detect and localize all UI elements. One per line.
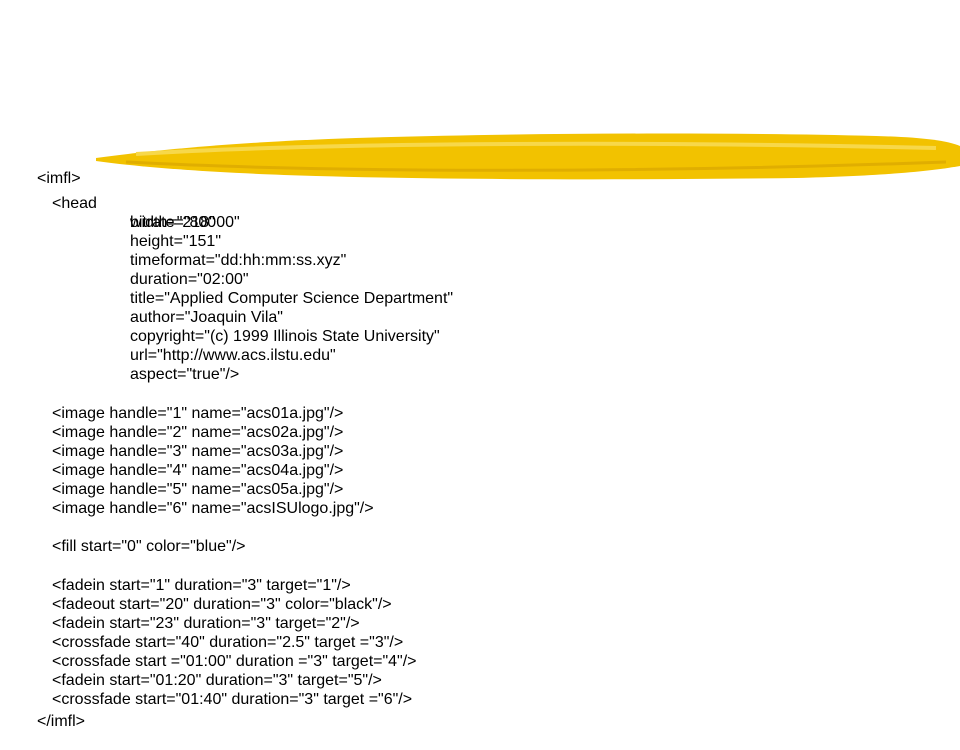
slide: <imfl> <head bitrate="80000" width="218"… <box>0 133 960 730</box>
code-line: <crossfade start="01:40" duration="3" ta… <box>0 671 960 728</box>
code-text: bitrate="80000" <box>130 214 240 231</box>
code-line: <head bitrate="80000" <box>0 175 960 251</box>
code-line: <crossfade start="40" duration="2.5" tar… <box>0 614 960 671</box>
code-line: <image handle="4" name="acs04a.jpg"/> <box>0 442 960 499</box>
code-text: <crossfade start="40" duration="2.5" tar… <box>52 634 404 651</box>
code-line: <fadeout start="20" duration="3" color="… <box>0 576 960 633</box>
code-line: <imfl> <box>0 150 960 207</box>
code-line: <image handle="2" name="acs02a.jpg"/> <box>0 404 960 461</box>
code-line: copyright="(c) 1999 Illinois State Unive… <box>0 308 960 365</box>
code-text: <fadein start="1" duration="3" target="1… <box>52 577 351 594</box>
code-line: <fadein start="01:20" duration="3" targe… <box>0 652 960 709</box>
code-text: duration="02:00" <box>130 271 249 288</box>
code-text: title="Applied Computer Science Departme… <box>130 290 454 307</box>
code-text: <head <box>52 195 97 212</box>
code-line: <image handle="1" name="acs01a.jpg"/> <box>0 385 960 442</box>
code-line: <crossfade start ="01:00" duration ="3" … <box>0 633 960 690</box>
code-text: <fadein start="01:20" duration="3" targe… <box>52 672 382 689</box>
code-text: <crossfade start ="01:00" duration ="3" … <box>52 653 417 670</box>
code-text: author="Joaquin Vila" <box>130 309 283 326</box>
code-text: timeformat="dd:hh:mm:ss.xyz" <box>130 252 347 269</box>
code-line: title="Applied Computer Science Departme… <box>0 270 960 327</box>
code-line: author="Joaquin Vila" <box>0 289 960 346</box>
code-text: url="http://www.acs.ilstu.edu" <box>130 347 336 364</box>
code-text: <image handle="4" name="acs04a.jpg"/> <box>52 462 344 479</box>
code-text: <imfl> <box>37 170 81 187</box>
code-line: <image handle="5" name="acs05a.jpg"/> <box>0 461 960 518</box>
code-line: <fadein start="1" duration="3" target="1… <box>0 557 960 614</box>
code-text: copyright="(c) 1999 Illinois State Unive… <box>130 328 440 345</box>
code-line: <image handle="3" name="acs03a.jpg"/> <box>0 423 960 480</box>
yellow-brush-stroke <box>96 133 960 180</box>
code-line: </imfl> <box>0 693 960 750</box>
code-text: <fadeout start="20" duration="3" color="… <box>52 596 392 613</box>
code-line: timeformat="dd:hh:mm:ss.xyz" <box>0 232 960 289</box>
code-text: <fill start="0" color="blue"/> <box>52 538 246 555</box>
code-text: height="151" <box>130 233 221 250</box>
code-text: <fadein start="23" duration="3" target="… <box>52 615 360 632</box>
code-text: aspect="true"/> <box>130 366 240 383</box>
code-line: height="151" <box>0 213 960 270</box>
brush-stroke-shadow <box>125 160 947 172</box>
code-text: <image handle="5" name="acs05a.jpg"/> <box>52 481 344 498</box>
code-text: <image handle="3" name="acs03a.jpg"/> <box>52 443 344 460</box>
code-text: <image handle="6" name="acsISUlogo.jpg"/… <box>52 500 374 517</box>
code-text: <image handle="1" name="acs01a.jpg"/> <box>52 405 344 422</box>
code-line: url="http://www.acs.ilstu.edu" <box>0 327 960 384</box>
code-line: aspect="true"/> <box>0 346 960 403</box>
code-line: <fadein start="23" duration="3" target="… <box>0 595 960 652</box>
code-text: <image handle="2" name="acs02a.jpg"/> <box>52 424 344 441</box>
code-text: <crossfade start="01:40" duration="3" ta… <box>52 691 413 708</box>
code-text: width="218" <box>130 214 215 231</box>
code-text: </imfl> <box>37 713 86 730</box>
code-line: <image handle="6" name="acsISUlogo.jpg"/… <box>0 480 960 537</box>
code-line: duration="02:00" <box>0 251 960 308</box>
brush-stroke-highlight <box>135 141 937 156</box>
code-line: width="218" <box>0 194 960 251</box>
code-line: <fill start="0" color="blue"/> <box>0 518 960 575</box>
